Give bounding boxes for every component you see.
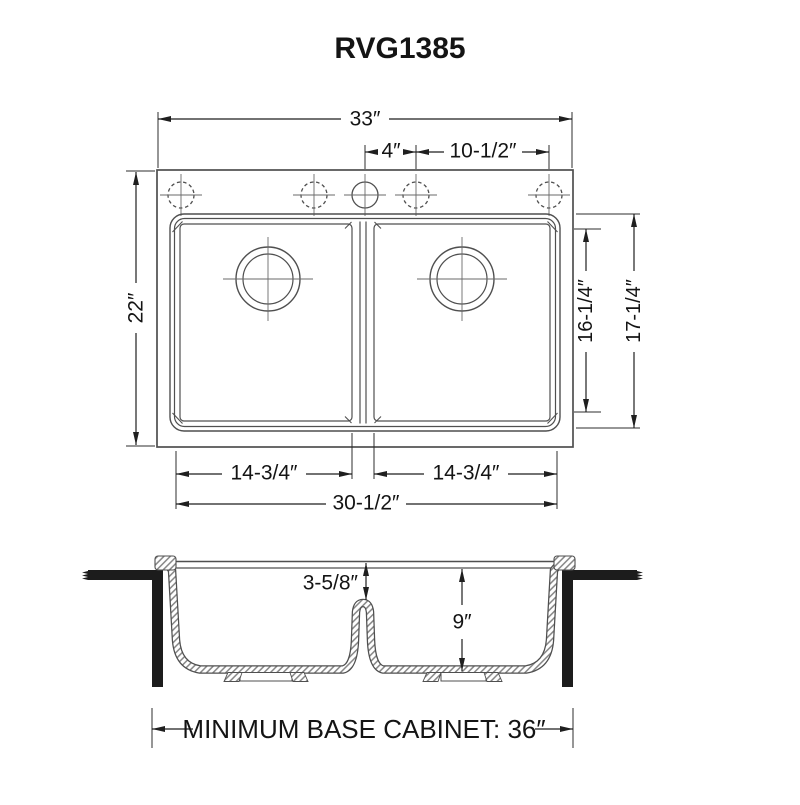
faucet-holes (160, 174, 570, 216)
bowl-divider (359, 221, 367, 424)
bowl-rim-mid (173, 217, 557, 428)
dim-base-cabinet-label: MINIMUM BASE CABINET: 36″ (182, 714, 545, 744)
dim-bowl-inner-depth-label: 16-1/4″ (575, 279, 597, 343)
dim-faucet-offset-label: 4″ (381, 140, 401, 163)
dim-right-bowl-width-label: 14-3/4″ (433, 462, 501, 485)
sink-top-view (156, 169, 574, 448)
dim-faucet-span: 10-1/2″ (416, 140, 550, 169)
dim-faucet-span-label: 10-1/2″ (450, 140, 518, 163)
corner-chamfers (172, 221, 558, 424)
dim-cutout-depth-label: 17-1/4″ (623, 279, 645, 343)
rim-flange-left (154, 555, 177, 571)
dim-rim-to-divider: 3-5/8″ (303, 563, 369, 600)
dim-bowl-inner-depth: 16-1/4″ (574, 228, 601, 413)
sink-section-view (82, 555, 643, 687)
dim-rim-to-divider-label: 3-5/8″ (303, 572, 359, 595)
right-bowl (373, 223, 551, 422)
dim-cutout-depth: 17-1/4″ (576, 213, 645, 429)
right-drain (417, 237, 507, 321)
dim-left-bowl-width-label: 14-3/4″ (231, 462, 299, 485)
dim-overall-depth-label: 22″ (125, 292, 148, 323)
countertop-right (562, 570, 643, 687)
dim-left-bowl-width: 14-3/4″ (175, 433, 558, 509)
page-title: RVG1385 (334, 32, 465, 65)
rim-flange-right (553, 555, 576, 571)
faucet-hole-1 (160, 174, 202, 216)
faucet-hole-4 (395, 174, 437, 216)
faucet-hole-3 (344, 174, 386, 216)
countertop-left (82, 570, 163, 687)
dim-bowls-total-width-label: 30-1/2″ (333, 492, 401, 515)
dim-bowl-depth-label: 9″ (452, 611, 472, 634)
faucet-hole-5 (528, 174, 570, 216)
foot-pad-right (422, 672, 503, 682)
dim-base-cabinet: MINIMUM BASE CABINET: 36″ (151, 708, 574, 748)
dim-overall-depth: 22″ (125, 170, 155, 447)
bowl-rim-outer (169, 213, 561, 432)
dim-overall-width: 33″ (157, 108, 573, 168)
dim-faucet-offset: 4″ (364, 140, 417, 169)
sink-shell (154, 555, 576, 674)
dim-overall-width-label: 33″ (350, 108, 381, 131)
dim-bowl-depth: 9″ (452, 569, 472, 671)
dim-right-bowl-width: 14-3/4″ (374, 462, 557, 485)
foot-pad-left (223, 672, 309, 682)
left-bowl (179, 223, 353, 422)
dim-bowls-total-width: 30-1/2″ (176, 492, 557, 515)
left-drain (223, 237, 313, 321)
sink-body-outline (156, 169, 574, 448)
faucet-hole-2 (293, 174, 335, 216)
